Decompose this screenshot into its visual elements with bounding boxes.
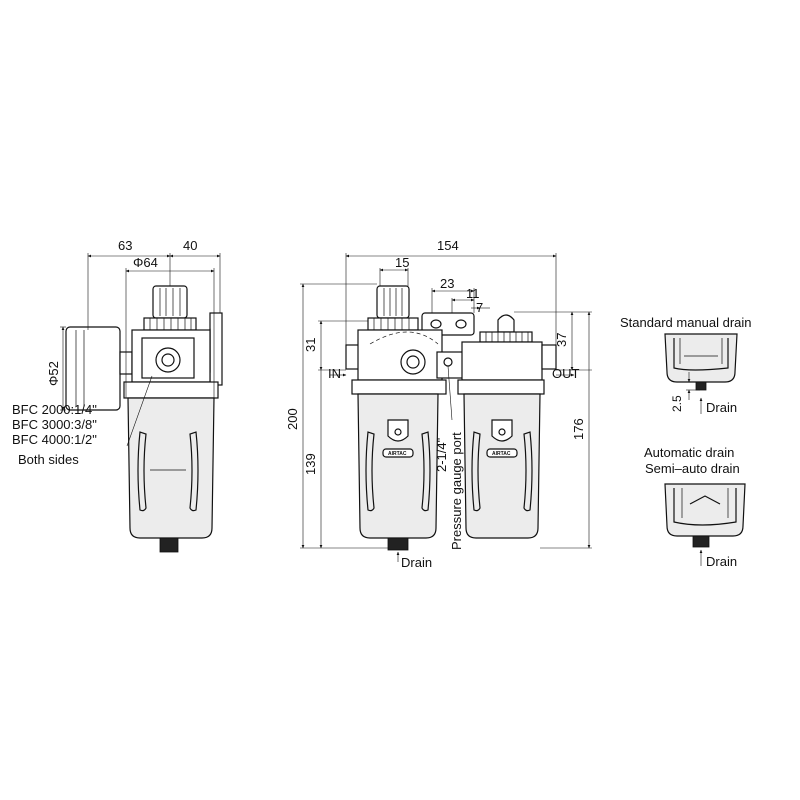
drain-label-front: Drain: [401, 555, 432, 570]
regulator-knob: [143, 285, 197, 331]
dim-phi64: Φ64: [133, 255, 158, 270]
regulator-body: [123, 329, 219, 399]
dim-15: 15: [395, 255, 409, 270]
port-size-4000: BFC 4000:1/2": [12, 432, 97, 447]
dim-63: 63: [118, 238, 132, 253]
dim-154: 154: [437, 238, 459, 253]
dim-200: 200: [285, 408, 300, 430]
brand-label-filter: AIRTAC: [388, 451, 407, 457]
port-size-3000: BFC 3000:3/8": [12, 417, 97, 432]
dim-176: 176: [571, 418, 586, 440]
brand-label-lubricator: AIRTAC: [492, 451, 511, 457]
port-size-2000: BFC 2000:1/4": [12, 402, 97, 417]
both-sides-label: Both sides: [18, 452, 79, 467]
automatic-drain-title: Automatic drain: [644, 445, 734, 460]
pressure-gauge: [65, 326, 133, 411]
automatic-drain-detail: [664, 483, 746, 566]
dim-40: 40: [183, 238, 197, 253]
dim-23: 23: [440, 276, 454, 291]
label-in: IN: [328, 366, 341, 381]
front-view: AIRTAC AIRTAC: [285, 238, 592, 570]
side-view: 63 40 Φ64 Φ52 BFC 2000:1/4" BFC 3000:3/8…: [12, 238, 223, 553]
front-bodies: [345, 329, 557, 401]
semi-auto-drain-title: Semi–auto drain: [645, 461, 740, 476]
dim-7: 7: [476, 300, 483, 315]
drain-types: Standard manual drain 2.5 Drain Automati…: [620, 315, 752, 569]
front-lubricator-bowl: AIRTAC: [463, 393, 541, 539]
label-out: OUT: [552, 366, 580, 381]
front-filter-bowl: AIRTAC: [357, 393, 439, 551]
front-regulator-knob: [367, 285, 419, 331]
standard-drain-detail: [664, 333, 738, 414]
standard-drain-dim: 2.5: [670, 395, 684, 412]
filter-bowl: [127, 397, 215, 553]
gauge-port-size: 2-1/4": [434, 437, 449, 472]
automatic-drain-label: Drain: [706, 554, 737, 569]
dim-31: 31: [303, 338, 318, 352]
standard-drain-title: Standard manual drain: [620, 315, 752, 330]
gauge-port-label: Pressure gauge port: [449, 432, 464, 550]
dim-139: 139: [303, 453, 318, 475]
side-dimensions: [60, 253, 221, 447]
lubricator-top: [479, 314, 533, 343]
front-dimensions: [300, 253, 592, 562]
dim-11: 11: [466, 286, 480, 301]
dim-phi52: Φ52: [46, 361, 61, 386]
standard-drain-label: Drain: [706, 400, 737, 415]
dim-37: 37: [554, 333, 569, 347]
